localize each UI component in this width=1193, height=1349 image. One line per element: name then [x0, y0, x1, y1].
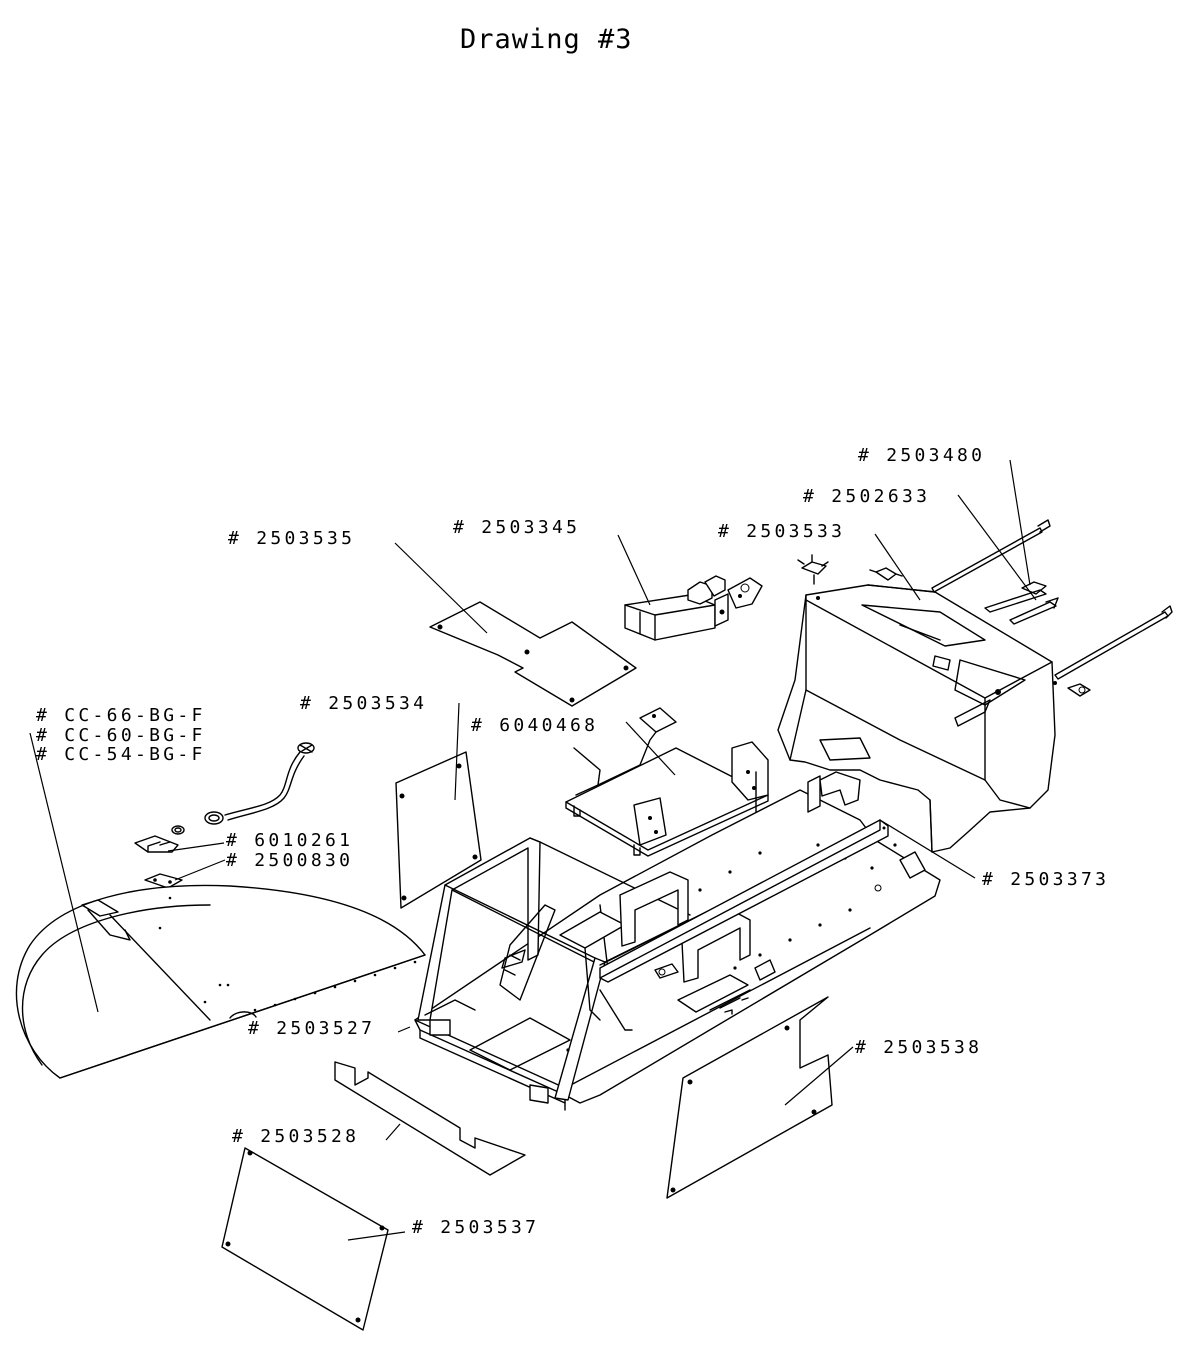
label-2503480: # 2503480: [858, 445, 985, 466]
label-cc-60-bg-f: # CC-60-BG-F: [36, 725, 206, 746]
upper-shroud-part: [777, 584, 1057, 853]
label-cc-54-bg-f: # CC-54-BG-F: [36, 744, 206, 765]
board-bracket-part: [565, 707, 769, 921]
mount-bracket-part: [134, 825, 185, 889]
top-plate-part: [429, 601, 637, 707]
part-labels: # 2503480 # 2502633 # 2503533 # 2503345 …: [36, 445, 1109, 1238]
rod-assembly-part: [931, 519, 1173, 697]
label-6010261: # 6010261: [226, 830, 353, 851]
label-2503535: # 2503535: [228, 528, 355, 549]
label-2503533: # 2503533: [718, 521, 845, 542]
power-cord-part: [204, 742, 315, 825]
front-hood-part: [15, 884, 426, 1079]
label-cc-66-bg-f: # CC-66-BG-F: [36, 705, 206, 726]
label-2503534: # 2503534: [300, 693, 427, 714]
label-2503537: # 2503537: [412, 1217, 539, 1238]
label-2503528: # 2503528: [232, 1126, 359, 1147]
front-panel-part: [666, 996, 833, 1199]
label-2503538: # 2503538: [855, 1037, 982, 1058]
top-knob-part: [797, 554, 903, 585]
label-2503373: # 2503373: [982, 869, 1109, 890]
channel-strip-part: [334, 1061, 526, 1176]
label-2503345: # 2503345: [453, 517, 580, 538]
bottom-panel-part: [221, 1147, 389, 1331]
side-panel-part: [395, 751, 482, 909]
label-2500830: # 2500830: [226, 850, 353, 871]
label-2502633: # 2502633: [803, 486, 930, 507]
drawing-title: Drawing #3: [460, 24, 633, 55]
label-2503527: # 2503527: [248, 1018, 375, 1039]
transformer-box-part: [624, 575, 763, 641]
label-6040468: # 6040468: [471, 715, 598, 736]
hood-rivet-row: [158, 896, 417, 1012]
leader-lines: [29, 459, 1037, 1241]
